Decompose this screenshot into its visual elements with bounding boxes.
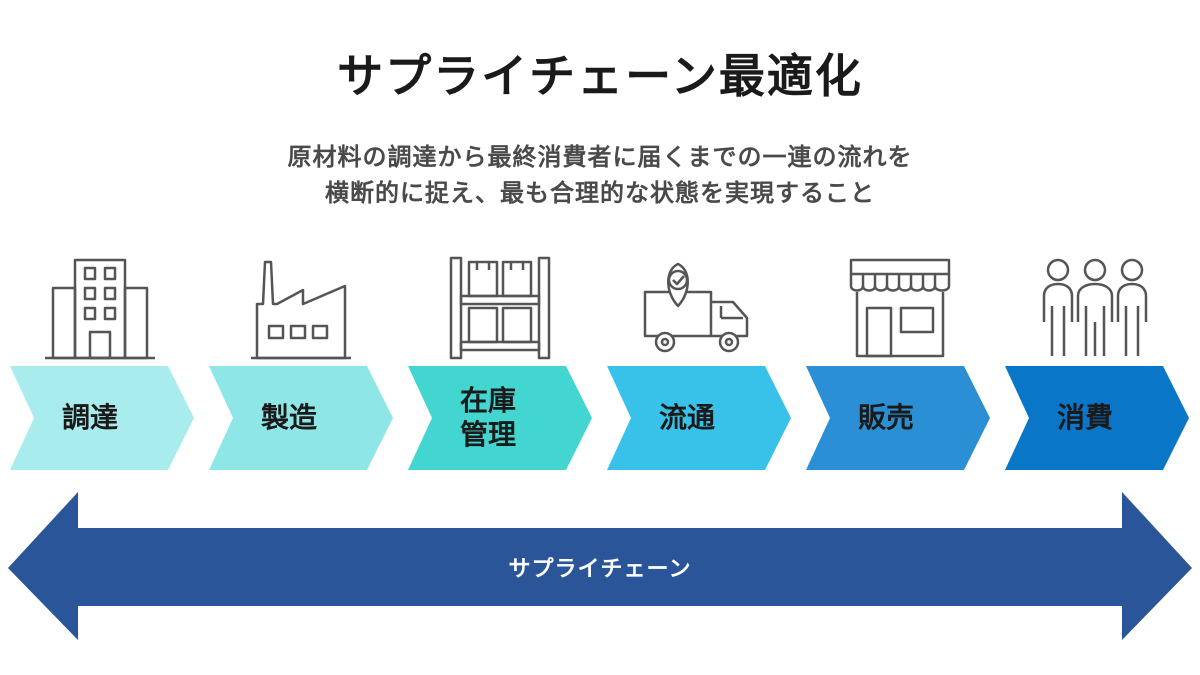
stage-chevron-procurement: 調達 <box>10 366 194 470</box>
supply-chain-double-arrow <box>0 490 1200 640</box>
supply-chain-label: サプライチェーン <box>508 557 692 582</box>
stage-chevron-inventory: 在庫 管理 <box>408 366 592 470</box>
stage-chevron-manufacturing: 製造 <box>209 366 393 470</box>
stage-label-distribution: 流通 <box>658 400 715 434</box>
stage-chevron-consumption: 消費 <box>1005 366 1189 470</box>
office-building-icon <box>45 256 155 362</box>
chevron-shape <box>1005 366 1189 470</box>
storefront-icon <box>845 256 955 362</box>
delivery-truck-icon <box>643 256 753 362</box>
stage-label-inventory: 在庫 管理 <box>459 383 516 451</box>
stage-label-procurement: 調達 <box>61 400 118 434</box>
chevron-shape <box>806 366 990 470</box>
consumers-group-icon <box>1040 256 1150 362</box>
warehouse-shelves-icon <box>445 256 555 362</box>
factory-icon <box>247 256 357 362</box>
chevron-shape <box>607 366 791 470</box>
diagram-title: サプライチェーン最適化 <box>337 49 863 103</box>
stage-chevron-distribution: 流通 <box>607 366 791 470</box>
stage-label-sales: 販売 <box>857 400 914 434</box>
stage-label-consumption: 消費 <box>1056 400 1113 434</box>
chevron-shape <box>209 366 393 470</box>
stage-chevron-sales: 販売 <box>806 366 990 470</box>
stage-label-manufacturing: 製造 <box>260 400 317 434</box>
double-arrow-shape <box>8 492 1192 640</box>
chevron-shape <box>10 366 194 470</box>
chevron-shape <box>408 366 592 470</box>
subtitle-line-2: 横断的に捉え、最も合理的な状態を実現すること <box>325 179 875 207</box>
subtitle-line-1: 原材料の調達から最終消費者に届くまでの一連の流れを <box>287 143 913 171</box>
